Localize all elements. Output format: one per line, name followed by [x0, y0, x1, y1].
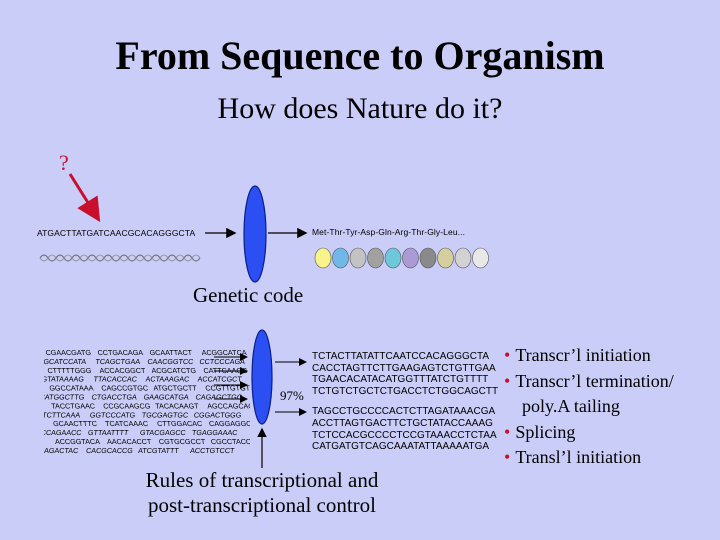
noise-text: ACTAAAGAC [145, 375, 190, 384]
noise-text: CACGCACCG [86, 446, 134, 455]
rules-caption: Rules of transcriptional and post-transc… [112, 468, 412, 518]
noise-text: GGTCCCATG [89, 410, 136, 419]
noise-text: AGCCAGCAG [207, 401, 250, 410]
dna-sequence: ATGACTTATGATCAACGCACAGGGCTA [37, 228, 196, 238]
noise-text: CCTCCCAGA [199, 357, 246, 366]
sequence-line: TCTCCACGCCCCTCCGTAAACCTCTAA [312, 429, 497, 441]
rules-caption-line-1: Rules of transcriptional and [145, 468, 379, 492]
noise-text: GGCCATAAA [49, 384, 94, 393]
amino-acid-bead [384, 247, 402, 269]
noise-text: TACCTGAAC [51, 401, 96, 410]
noise-text: ACCTGTCCT [190, 446, 236, 455]
noise-text: CAGCCGTGC [101, 384, 149, 393]
noise-text: AACACACCT [106, 437, 152, 446]
noise-text: CAACGGTCC [147, 357, 194, 366]
sequence-line: CATGATGTCAGCAAATATTAAAAATGA [312, 441, 490, 453]
dna-squiggle-2 [39, 254, 201, 262]
control-bullet-list: •Transcr’l initiation •Transcr’l termina… [504, 343, 674, 471]
slide-title: From Sequence to Organism [115, 33, 605, 78]
top-blue-ellipse [243, 185, 267, 283]
noise-text: CATTCAAGG [203, 366, 249, 375]
noise-text: ACCACGGCT [99, 366, 146, 375]
noise-text: TCATCAAAC [105, 419, 149, 428]
bullet-item: •Transcr’l initiation [504, 345, 651, 365]
amino-acid-bead [419, 247, 437, 269]
noise-text: ACGGCATCA [201, 348, 247, 357]
rules-caption-line-2: post-transcriptional control [147, 493, 377, 517]
noise-text: CGCCTACCA [210, 437, 250, 446]
sequence-line: ACCTTAGTGACTTCTGCTATACCAAAG [312, 417, 493, 429]
bullet-item: •Splicing [504, 421, 576, 442]
bullet-item: poly.A tailing [522, 396, 620, 416]
noise-text: ACCATCGCT [197, 375, 243, 384]
sequence-line: TCTGTCTGCTCTGACCTCTGGCAGCTT [312, 385, 499, 397]
amino-acid-bead [454, 247, 472, 269]
protein-sequence: Met-Thr-Tyr-Asp-Gln-Arg-Thr-Gly-Leu... [312, 227, 466, 237]
percent-label: 97% [280, 388, 304, 403]
bottom-blue-ellipse [251, 329, 273, 425]
noise-text: ATCGTATTT [138, 446, 180, 455]
amino-acid-bead [349, 247, 367, 269]
noise-text: CAGAGCTGC [195, 393, 242, 402]
noise-text: GAAGCATGA [143, 393, 189, 402]
sequence-line: TCTACTTATATTCAATCCACAGGGCTA [312, 351, 490, 362]
noise-text: TGAGACTAC [44, 446, 79, 455]
scrambled-genome-text: CGAACGATG CCTGACAGA GCAATTACT ACGGCATCA GCAT… [44, 348, 250, 455]
sequence-line: CACCTAGTTCTTGAAGAGTCTGTTGAA [312, 362, 496, 374]
red-pointer-arrow [68, 173, 101, 223]
amino-acid-bead [367, 247, 384, 269]
noise-text: TCAGCTGAA [95, 357, 141, 366]
sequence-line: TAGCCTGCCCCACTCTTAGATAAACGA [312, 406, 496, 418]
bullet-item: •Transcr’l termination/ [504, 370, 674, 391]
sequence-line: TGAACACATACATGGTTTATCTGTTTT [312, 374, 489, 386]
amino-acid-bead [472, 247, 489, 269]
noise-text: CTTGGACAC [157, 419, 203, 428]
noise-text: CGAACGATG [45, 348, 92, 357]
noise-text: ACCAGAACC [44, 428, 82, 437]
noise-text: CGGACTGGG [193, 410, 242, 419]
genetic-code-label: Genetic code [193, 283, 304, 307]
noise-text: GTACGAGCC [140, 428, 187, 437]
amino-acid-bead [437, 247, 454, 269]
noise-text: CCGCAAGCG [103, 401, 151, 410]
noise-text: TTACACCAC [93, 375, 137, 384]
sequence-line [312, 397, 498, 406]
slide-subtitle: How does Nature do it? [217, 92, 503, 125]
noise-text: ATGCTGCTT [153, 384, 198, 393]
noise-text: ACCGGTACA [54, 437, 100, 446]
amino-acid-bead [402, 247, 419, 269]
amino-acid-bead [314, 247, 332, 269]
noise-text: TGCGAGTGC [141, 410, 188, 419]
noise-text: GTATAAAAG [44, 375, 85, 384]
noise-text: TACACAAGT [155, 401, 200, 410]
noise-text: CTTTTTGGG [47, 366, 92, 375]
noise-text: GCAATTACT [149, 348, 193, 357]
amino-acid-bead [332, 247, 349, 269]
noise-text: CATGGCTTG [44, 393, 85, 402]
noise-text: TTCTTCAAA [44, 410, 81, 419]
noise-text: GCAACTTTC [53, 419, 98, 428]
noise-text: ACGCATCTG [151, 366, 197, 375]
bullet-item: •Transl’l initiation [504, 447, 642, 467]
noise-text: CGTGCGCCT [158, 437, 206, 446]
noise-text: GTTAATTTT [88, 428, 130, 437]
noise-text: TGAGGAAAC [192, 428, 238, 437]
noise-text: GCATCCATA [44, 357, 87, 366]
noise-text: CTGACCTGA [91, 393, 137, 402]
amino-acid-bead-chain [314, 247, 489, 269]
noise-text: CCGTTGTGT [205, 384, 250, 393]
question-mark: ? [59, 150, 69, 175]
noise-text: CAGGAGGCA [209, 419, 250, 428]
noise-text: CCTGACAGA [97, 348, 144, 357]
